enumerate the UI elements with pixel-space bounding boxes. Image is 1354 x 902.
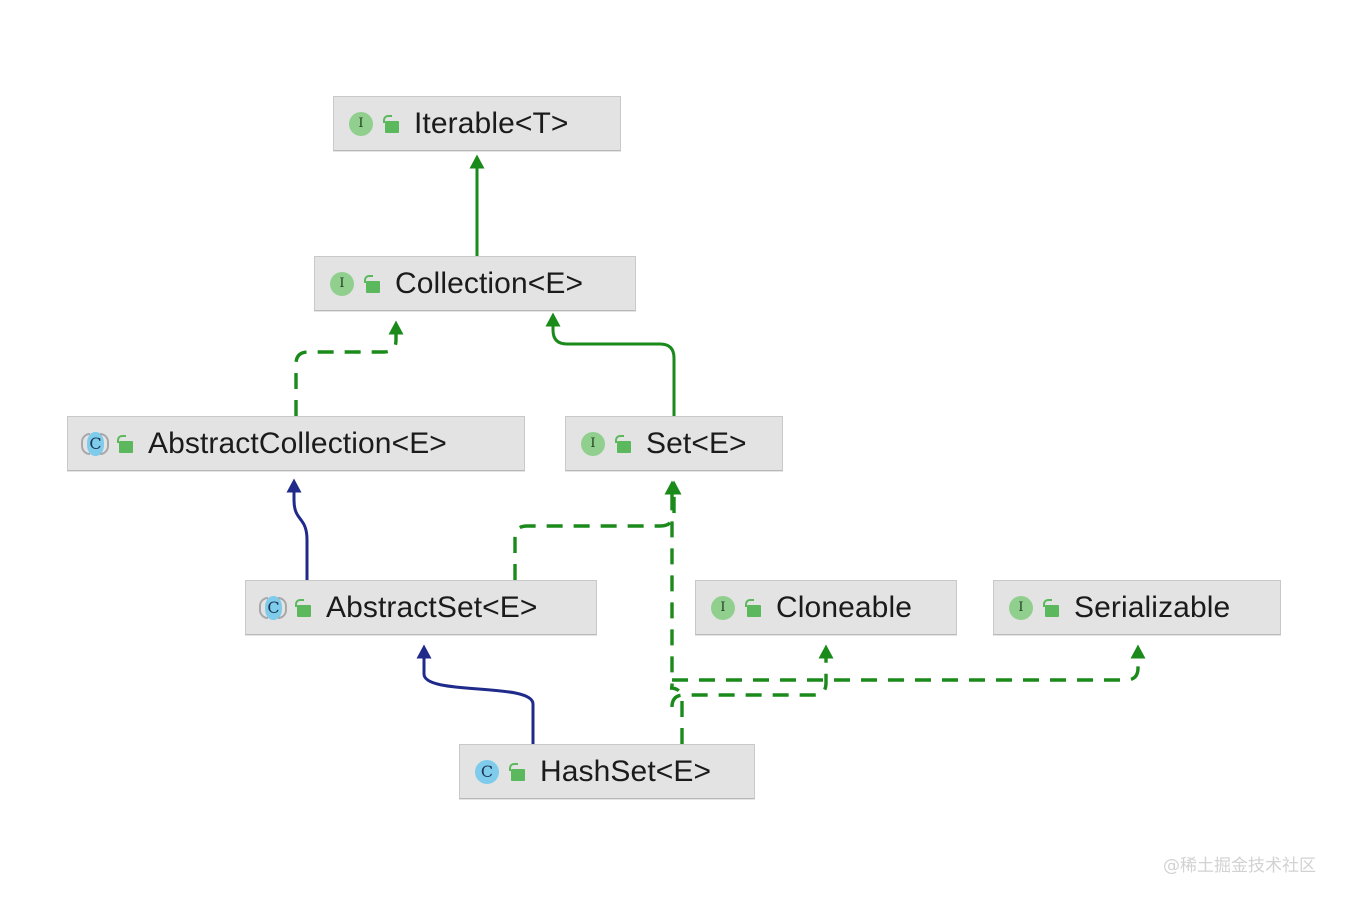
uml-node-cloneable[interactable]: I Cloneable (695, 580, 957, 635)
uml-node-label: Set<E> (646, 426, 747, 460)
uml-node-label: Iterable<T> (414, 106, 569, 140)
unlocked-padlock-icon (508, 761, 528, 783)
uml-node-iterable[interactable]: I Iterable<T> (333, 96, 621, 151)
interface-icon: I (579, 430, 607, 458)
unlocked-padlock-icon (116, 433, 136, 455)
edge-set-extends-collection (545, 312, 676, 416)
edge-hashset-implements-cloneable (670, 644, 834, 708)
uml-node-abstract-collection[interactable]: C AbstractCollection<E> (67, 416, 525, 471)
edge-abstractset-extends-abstractcollection (286, 478, 309, 580)
uml-node-serializable[interactable]: I Serializable (993, 580, 1281, 635)
uml-node-label: Serializable (1074, 590, 1231, 624)
interface-icon: I (347, 110, 375, 138)
interface-icon: I (328, 270, 356, 298)
uml-node-label: Cloneable (776, 590, 913, 624)
unlocked-padlock-icon (382, 113, 402, 135)
abstract-class-icon: C (81, 430, 109, 458)
uml-node-label: AbstractSet<E> (326, 590, 538, 624)
uml-node-hashset[interactable]: C HashSet<E> (459, 744, 755, 799)
edge-abstractcollection-implements-collection (294, 320, 404, 416)
watermark: @稀土掘金技术社区 (1163, 856, 1316, 876)
uml-node-label: HashSet<E> (540, 754, 712, 788)
edge-hashset-implements-serializable (672, 644, 1146, 682)
edge-abstractset-implements-set (513, 480, 682, 580)
edge-hashset-extends-abstractset (416, 644, 535, 744)
unlocked-padlock-icon (744, 597, 764, 619)
unlocked-padlock-icon (294, 597, 314, 619)
uml-node-abstract-set[interactable]: C AbstractSet<E> (245, 580, 597, 635)
uml-node-label: AbstractCollection<E> (148, 426, 447, 460)
unlocked-padlock-icon (363, 273, 383, 295)
class-icon: C (473, 758, 501, 786)
uml-node-label: Collection<E> (395, 266, 584, 300)
unlocked-padlock-icon (1042, 597, 1062, 619)
unlocked-padlock-icon (614, 433, 634, 455)
interface-icon: I (709, 594, 737, 622)
uml-node-set[interactable]: I Set<E> (565, 416, 783, 471)
edge-hashset-implements-set (664, 480, 684, 744)
interface-icon: I (1007, 594, 1035, 622)
abstract-class-icon: C (259, 594, 287, 622)
uml-node-collection[interactable]: I Collection<E> (314, 256, 636, 311)
